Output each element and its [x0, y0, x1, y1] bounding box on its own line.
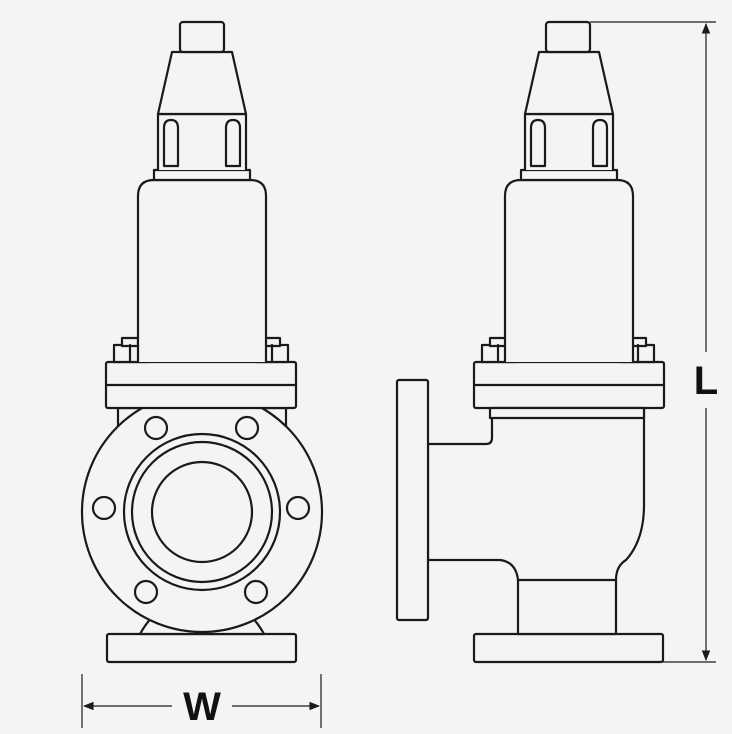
- side-base-plate: [472, 632, 665, 664]
- front-bonnet: [136, 178, 268, 364]
- front-cage-slot-left: [162, 118, 180, 168]
- front-cage-slot-right: [224, 118, 242, 168]
- dimension-w: W: [81, 674, 322, 729]
- dimension-l-label: L: [694, 359, 718, 403]
- side-body: [426, 406, 646, 636]
- dimension-w-label: W: [183, 685, 221, 729]
- dimension-l: L: [590, 21, 718, 663]
- bolt-hole: [91, 495, 117, 521]
- bolt-hole: [133, 579, 159, 605]
- side-inlet-flange: [395, 378, 430, 622]
- bolt-hole: [243, 579, 269, 605]
- bolt-hole: [234, 415, 260, 441]
- side-top-plug: [544, 20, 592, 54]
- side-cage-slot-right: [591, 118, 609, 168]
- side-cap: [523, 50, 615, 116]
- side-collar: [519, 168, 619, 182]
- front-collar: [152, 168, 252, 182]
- front-bore: [150, 460, 254, 564]
- side-cage-slot-left: [529, 118, 547, 168]
- front-base-plate: [105, 632, 298, 664]
- bolt-hole: [285, 495, 311, 521]
- front-top-plug: [178, 20, 226, 54]
- front-cap: [156, 50, 248, 116]
- front-view: [80, 20, 324, 664]
- bolt-hole: [143, 415, 169, 441]
- side-view: [395, 20, 666, 664]
- side-bonnet: [503, 178, 635, 364]
- side-neck-band: [488, 406, 646, 420]
